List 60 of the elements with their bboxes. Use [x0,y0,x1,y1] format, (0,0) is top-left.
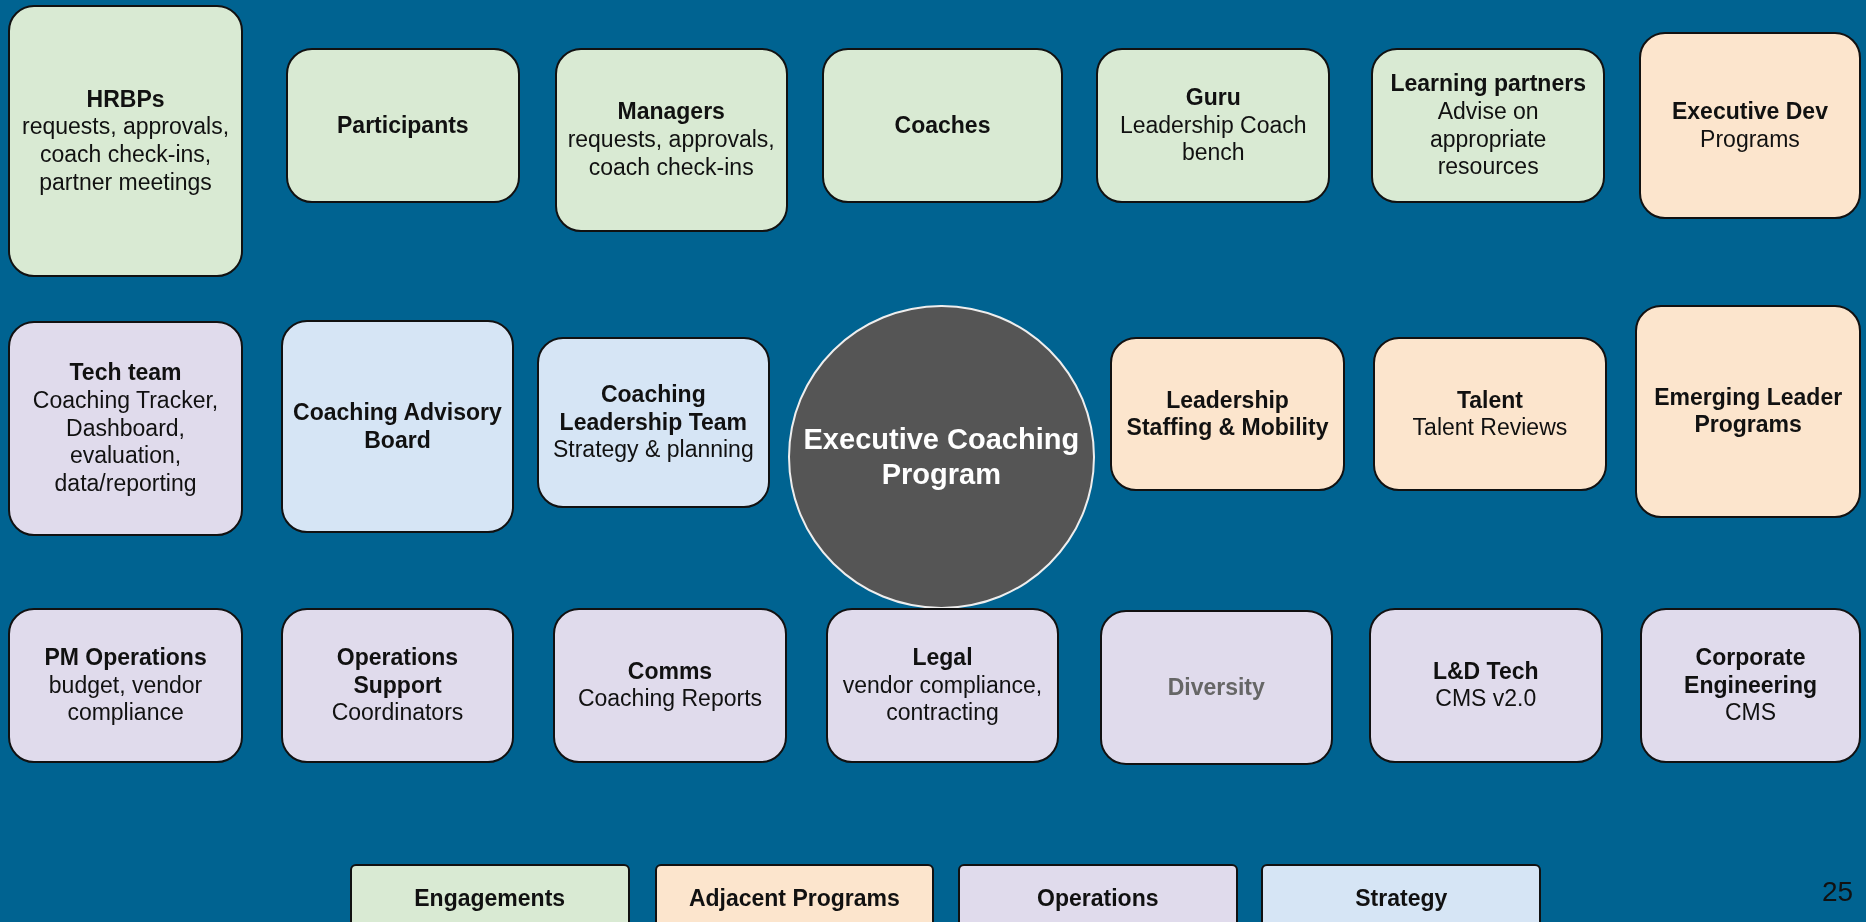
box-description: requests, approvals, coach check-ins [566,126,776,182]
box-description: requests, approvals, coach check-ins, partner meetings [21,113,231,197]
team-box [1638,32,1862,219]
box-heading: Emerging Leader Programs [1653,383,1844,439]
box-heading: Corporate Engineering [1683,644,1818,700]
box-description: Programs [1700,125,1800,154]
box-heading: Participants [337,111,469,140]
legend-swatch: Adjacent Programs [654,863,935,922]
box-heading: Learning partners [1390,70,1586,98]
legend-swatch: Strategy [1261,863,1542,922]
team-box [536,336,770,509]
box-heading: Tech team [69,359,182,387]
team-box [553,608,787,763]
team-box [1373,336,1607,492]
team-box [285,47,521,204]
box-heading: Comms [627,657,713,686]
box-description: Coaching Reports [577,685,763,714]
box-description: Coaching Tracker, Dashboard, evaluation, data/reporting [31,387,220,498]
box-heading: Operations Support [335,644,460,700]
team-box [1099,610,1333,766]
team-box [1370,47,1606,204]
box-heading: Coaching Leadership Team [558,381,749,437]
team-box [822,47,1063,204]
team-box [8,4,243,278]
box-heading: Coaching Advisory Board [292,399,503,455]
box-description: Leadership Coach bench [1118,111,1308,167]
box-description: vendor compliance, contracting [841,671,1044,727]
box-heading: Diversity [1167,674,1265,702]
team-box [280,608,515,763]
box-heading: Executive Coaching Program [802,422,1081,492]
team-box [280,320,515,534]
box-description: CMS v2.0 [1435,685,1537,714]
box-description: CMS [1725,699,1777,727]
box-heading: Legal [912,644,973,672]
team-box [8,608,243,763]
team-box [1110,336,1345,492]
team-box [1639,608,1862,763]
box-heading: Talent [1456,386,1523,415]
box-heading: Coaches [894,111,991,140]
team-box [1635,304,1862,518]
box-description: Advise on appropriate resources [1428,97,1548,181]
box-heading: Managers [617,98,725,126]
box-heading: PM Operations [44,644,207,672]
box-heading: Guru [1185,84,1241,112]
team-box [1368,608,1603,763]
box-description: Talent Reviews [1412,414,1568,442]
box-description: Strategy & planning [552,436,754,464]
team-box [554,47,788,233]
box-heading: HRBPs [86,85,165,114]
legend-swatch: Engagements [349,863,630,922]
legend-swatch: Operations [958,863,1238,922]
team-box [8,321,243,536]
team-box [1096,47,1331,204]
box-description: budget, vendor compliance [47,671,204,727]
team-box [825,608,1060,763]
box-description: Coordinators [331,699,464,727]
box-heading: Executive Dev [1671,97,1828,126]
box-heading: Leadership Staffing & Mobility [1125,386,1330,442]
box-heading: L&D Tech [1432,657,1539,686]
page-number: 25 [1822,876,1854,908]
